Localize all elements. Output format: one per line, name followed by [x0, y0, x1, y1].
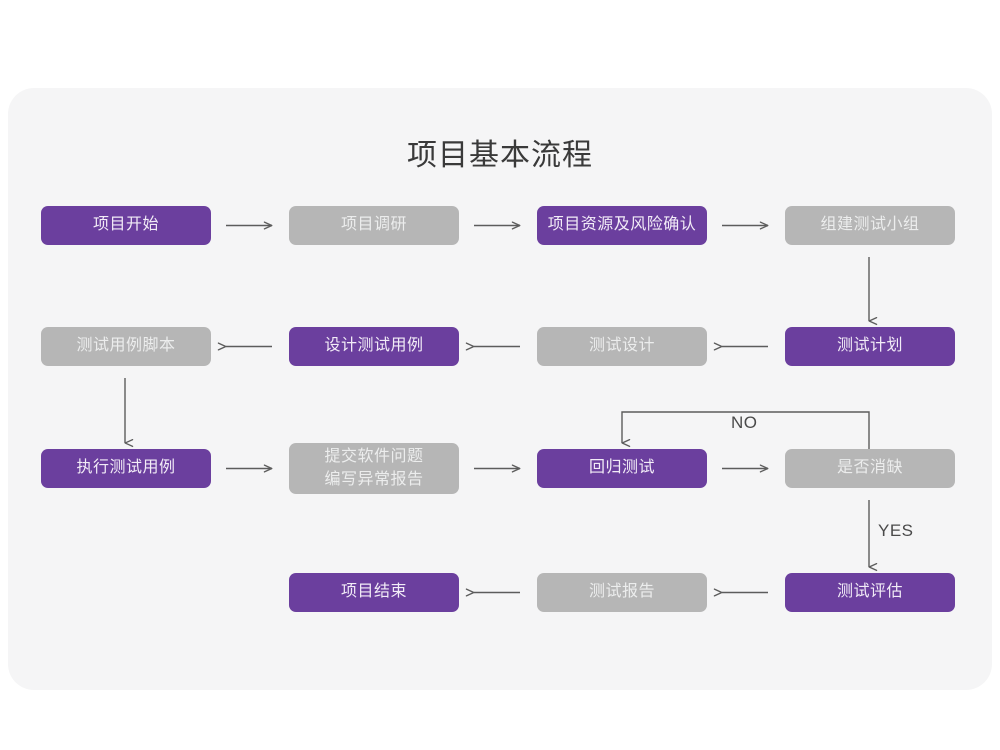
node-test-evaluation[interactable]: 测试评估 — [785, 573, 955, 612]
node-submit-issue-report[interactable]: 提交软件问题 编写异常报告 — [289, 443, 459, 494]
node-test-plan[interactable]: 测试计划 — [785, 327, 955, 366]
node-build-test-team[interactable]: 组建测试小组 — [785, 206, 955, 245]
node-test-report[interactable]: 测试报告 — [537, 573, 707, 612]
node-defect-resolved-decision[interactable]: 是否消缺 — [785, 449, 955, 488]
node-project-research[interactable]: 项目调研 — [289, 206, 459, 245]
node-project-end[interactable]: 项目结束 — [289, 573, 459, 612]
page-title: 项目基本流程 — [407, 139, 593, 172]
node-test-case-script[interactable]: 测试用例脚本 — [41, 327, 211, 366]
node-project-start[interactable]: 项目开始 — [41, 206, 211, 245]
node-execute-test-cases[interactable]: 执行测试用例 — [41, 449, 211, 488]
node-design-test-cases[interactable]: 设计测试用例 — [289, 327, 459, 366]
node-resource-risk-confirm[interactable]: 项目资源及风险确认 — [537, 206, 707, 245]
node-test-design[interactable]: 测试设计 — [537, 327, 707, 366]
edge-label-yes: YES — [878, 521, 914, 540]
node-regression-test[interactable]: 回归测试 — [537, 449, 707, 488]
edge-label-no: NO — [731, 413, 758, 432]
